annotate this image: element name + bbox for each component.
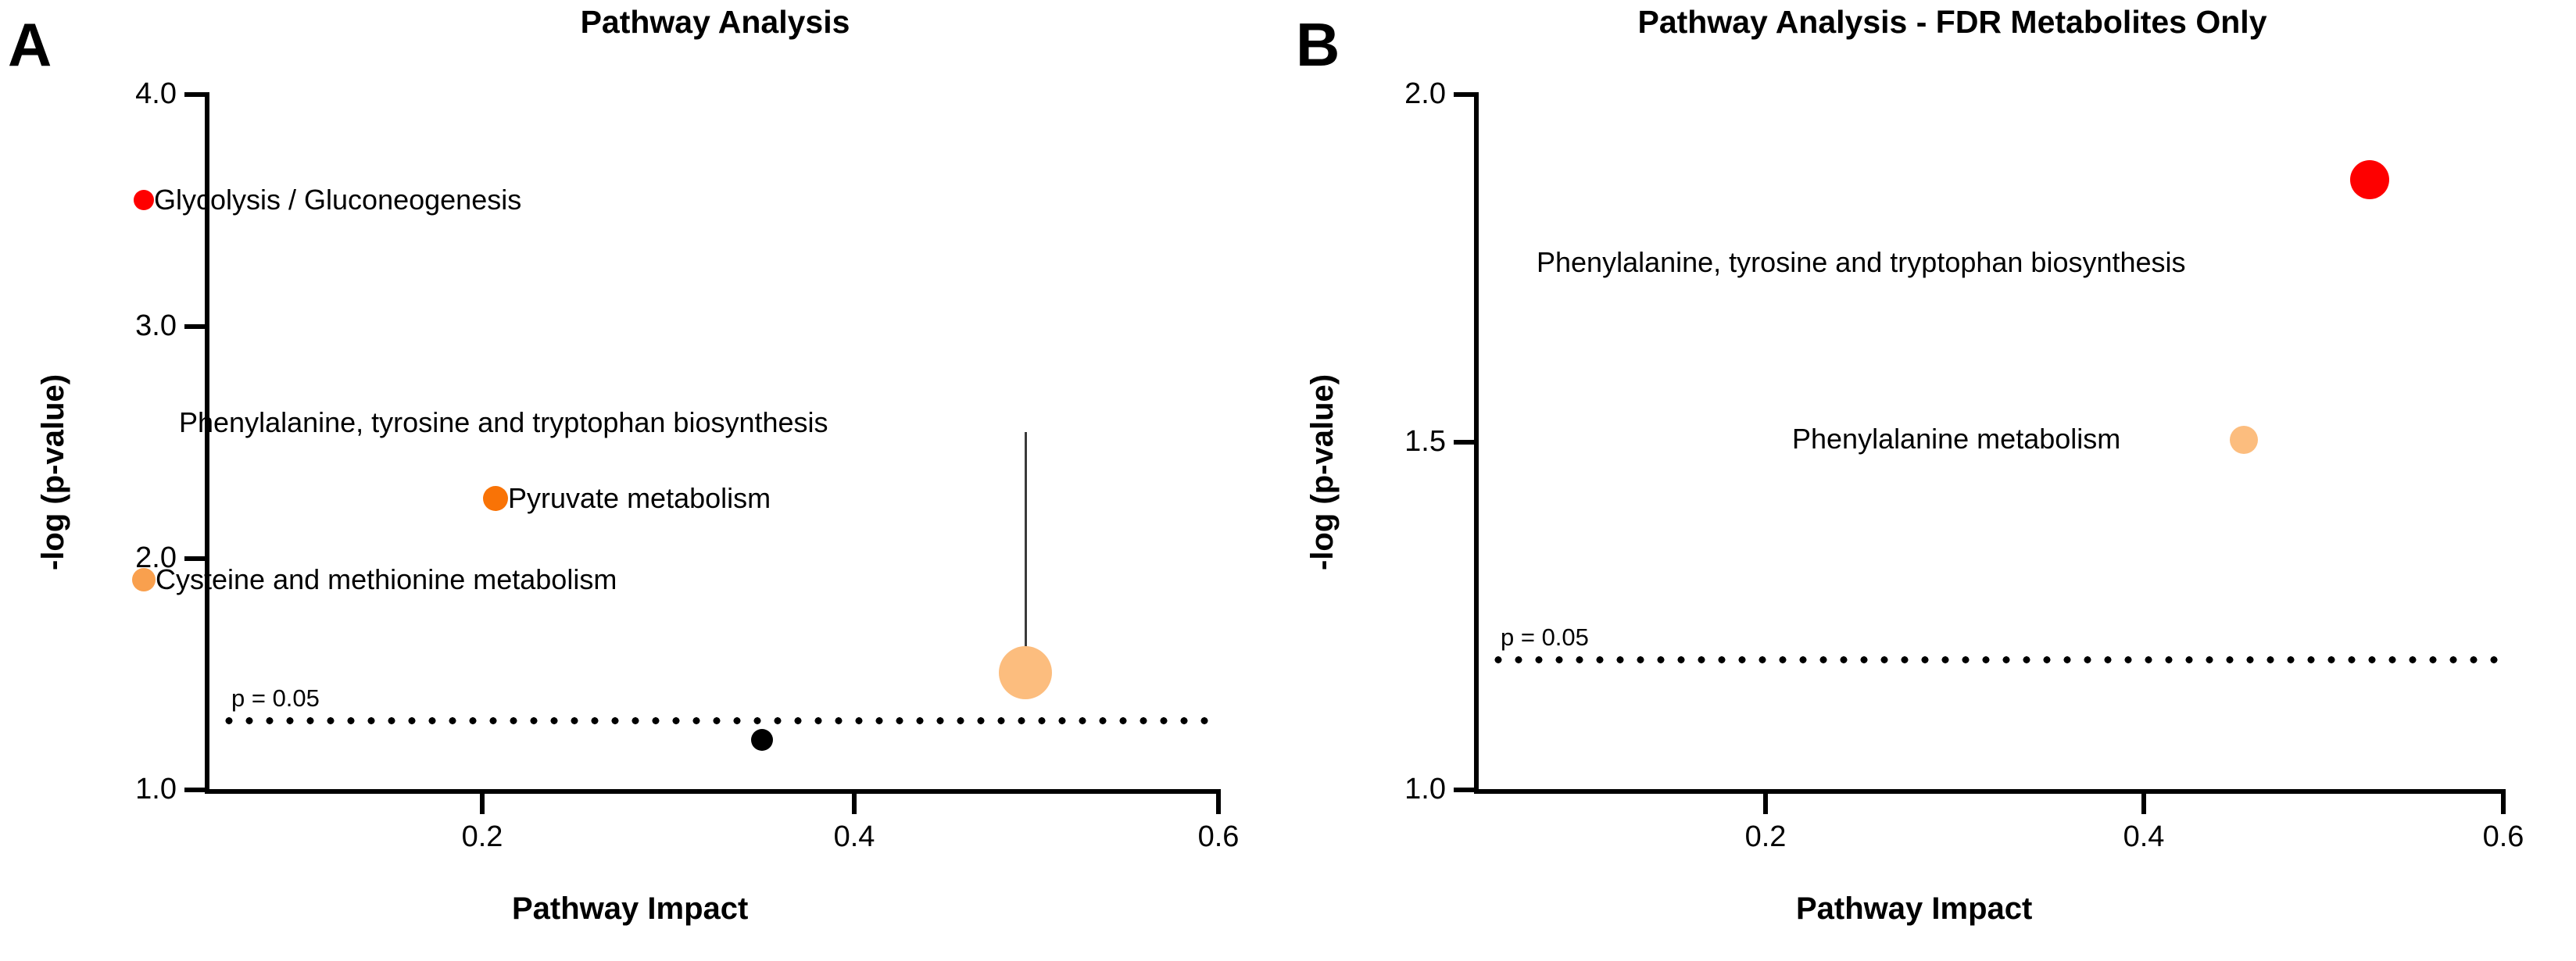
- panel-b-y-tick-15: [1454, 440, 1474, 445]
- panel-b-letter: B: [1296, 10, 1340, 79]
- panel-b-x-tick-04: [2141, 794, 2146, 814]
- panel-a-y-tick-3: [184, 324, 205, 329]
- panel-a: A Pathway Analysis 4.0 3.0 2.0 1.0 0.2 0…: [8, 4, 1240, 926]
- panel-b-y-ticklabel-15: 1.5: [1404, 425, 1446, 458]
- panel-b-plot-area: 2.0 1.5 1.0 0.2 0.4 0.6 -log (p-value) P…: [1288, 0, 2576, 961]
- panel-b-x-axis-line: [1474, 789, 2506, 794]
- panel-a-x-axis-line: [205, 789, 1221, 794]
- panel-a-y-ticklabel-4: 4.0: [135, 77, 177, 110]
- panel-b-y-axis-line: [1474, 92, 1479, 794]
- panel-b-x-tick-02: [1763, 794, 1768, 814]
- panel-b-y-tick-10: [1454, 788, 1474, 792]
- panel-a-y-axis-title: -log (p-value): [36, 373, 70, 570]
- panel-b-x-axis-title: Pathway Impact: [1796, 891, 2033, 926]
- panel-a-letter: A: [8, 10, 52, 79]
- panel-a-threshold-label: p = 0.05: [231, 684, 320, 712]
- panel-a-x-tick-04: [852, 794, 857, 814]
- panel-b-y-ticklabel-10: 1.0: [1404, 773, 1446, 806]
- panel-b-title: Pathway Analysis - FDR Metabolites Only: [1637, 4, 2267, 40]
- panel-a-point-pyruvate[interactable]: [483, 486, 508, 511]
- panel-a-y-ticklabel-1: 1.0: [135, 773, 177, 806]
- panel-a-x-ticklabel-02: 0.2: [461, 820, 503, 853]
- panel-a-x-axis-title: Pathway Impact: [512, 891, 749, 926]
- panel-a-x-ticklabel-04: 0.4: [833, 820, 875, 853]
- panel-a-point-label-glycolysis: Glycolysis / Gluconeogenesis: [154, 184, 522, 216]
- panel-b-x-ticklabel-06: 0.6: [2482, 820, 2524, 853]
- panel-b-y-ticklabel-20: 2.0: [1404, 77, 1446, 110]
- panel-a-title: Pathway Analysis: [580, 4, 850, 40]
- panel-a-point-phe-tyr-trp[interactable]: [999, 646, 1052, 699]
- panel-a-y-ticklabel-2: 2.0: [135, 541, 177, 574]
- panel-a-point-unlabeled-black[interactable]: [751, 729, 773, 751]
- panel-a-point-cysteine[interactable]: [132, 568, 156, 591]
- panel-a-point-label-cysteine: Cysteine and methionine metabolism: [156, 563, 617, 595]
- panel-a-y-axis-line: [205, 92, 209, 794]
- panel-b-threshold-line: [1488, 656, 2504, 663]
- panel-a-point-label-phe-tyr-trp: Phenylalanine, tyrosine and tryptophan b…: [179, 406, 828, 438]
- panel-a-x-tick-06: [1216, 794, 1221, 814]
- panel-a-point-label-pyruvate: Pyruvate metabolism: [508, 482, 771, 514]
- panel-b-x-ticklabel-04: 0.4: [2123, 820, 2165, 853]
- panel-a-threshold-line: [219, 717, 1219, 724]
- panel-a-leader-line: [1025, 432, 1027, 648]
- panel-b-point-phenylalanine-metabolism[interactable]: [2230, 426, 2258, 454]
- panel-b-threshold-label: p = 0.05: [1501, 623, 1589, 651]
- panel-b-x-tick-06: [2501, 794, 2506, 814]
- panel-a-point-glycolysis[interactable]: [134, 190, 154, 210]
- panel-b-point-label-phenylalanine-metabolism: Phenylalanine metabolism: [1792, 423, 2121, 455]
- panel-b-point-label-phe-tyr-trp: Phenylalanine, tyrosine and tryptophan b…: [1537, 246, 2186, 278]
- panel-a-plot-area: 4.0 3.0 2.0 1.0 0.2 0.4 0.6 -log (p-valu…: [36, 77, 1240, 926]
- panel-a-x-ticklabel-06: 0.6: [1197, 820, 1240, 853]
- panel-a-y-ticklabel-3: 3.0: [135, 309, 177, 342]
- panel-b-y-axis-title: -log (p-value): [1305, 373, 1340, 570]
- panel-a-y-tick-2: [184, 556, 205, 561]
- panel-b-x-ticklabel-02: 0.2: [1744, 820, 1787, 853]
- panel-a-y-tick-4: [184, 92, 205, 97]
- panel-a-y-tick-1: [184, 788, 205, 792]
- panel-b-point-phe-tyr-trp[interactable]: [2350, 160, 2389, 199]
- panel-b-y-tick-20: [1454, 92, 1474, 97]
- panel-a-x-tick-02: [480, 794, 485, 814]
- panel-b: B Pathway Analysis - FDR Metabolites Onl…: [1288, 0, 2576, 961]
